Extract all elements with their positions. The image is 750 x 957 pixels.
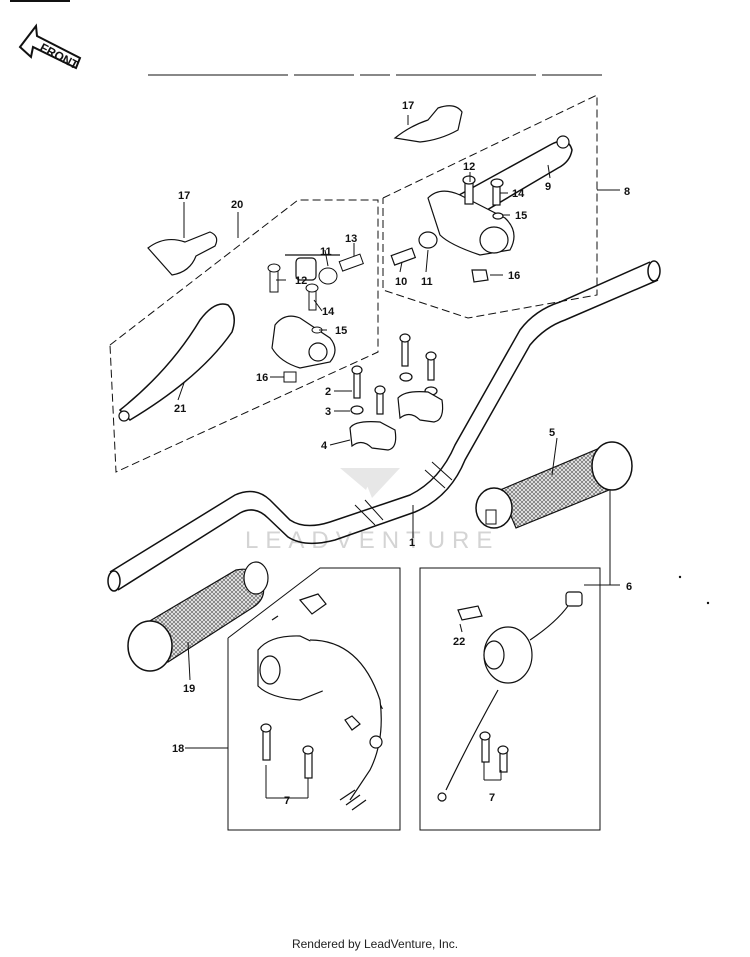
callout-22: 22	[453, 636, 465, 648]
handlebar-clamps	[349, 333, 444, 451]
callout-16-left: 16	[256, 372, 268, 384]
callout-12-left: 12	[295, 275, 307, 287]
callout-17-right: 17	[402, 100, 414, 112]
left-adjuster	[147, 231, 218, 276]
left-small-parts	[267, 253, 364, 383]
callout-8: 8	[624, 186, 630, 198]
left-grip	[127, 561, 269, 672]
callout-7-left: 7	[284, 795, 290, 807]
right-switch-box	[419, 567, 601, 831]
callout-10: 10	[395, 276, 407, 288]
callout-12-right: 12	[463, 161, 475, 173]
callout-16-right: 16	[508, 270, 520, 282]
leader-lines	[177, 115, 620, 799]
right-throttle-grip	[475, 441, 633, 529]
left-clutch-lever	[118, 303, 235, 422]
callout-14-right: 14	[512, 188, 525, 200]
left-lever-box	[109, 199, 379, 473]
callout-13: 13	[345, 233, 357, 245]
left-lever-bracket	[271, 254, 340, 369]
callout-6: 6	[626, 581, 632, 593]
left-switch-box	[227, 567, 401, 831]
front-arrow-icon: FRONT	[18, 23, 82, 72]
callout-5: 5	[549, 427, 555, 439]
callout-7-right: 7	[489, 792, 495, 804]
right-brake-lever	[448, 135, 573, 221]
handlebar	[107, 260, 661, 592]
callout-17-left: 17	[178, 190, 190, 202]
callout-3: 3	[325, 406, 331, 418]
callout-4: 4	[321, 440, 328, 452]
right-lever-bracket	[390, 175, 515, 283]
callout-15-right: 15	[515, 210, 527, 222]
watermark-text: LEADVENTURE	[245, 527, 499, 554]
callout-14-left: 14	[322, 306, 335, 318]
callout-20: 20	[231, 199, 243, 211]
right-switch-housing	[437, 591, 583, 802]
front-label: FRONT	[38, 40, 82, 72]
callout-11-right: 11	[421, 276, 433, 288]
callout-15-left: 15	[335, 325, 347, 337]
callout-21: 21	[174, 403, 186, 415]
leadventure-logo-icon	[340, 468, 400, 498]
footer-credit: Rendered by LeadVenture, Inc.	[291, 937, 459, 951]
left-switch-housing	[257, 593, 384, 811]
right-adjuster	[393, 105, 463, 143]
callout-11-left: 11	[320, 246, 332, 258]
callout-18: 18	[172, 743, 184, 755]
callout-1: 1	[409, 537, 415, 549]
right-lever-box	[382, 94, 598, 319]
callout-labels: 1 2 3 4 5 6 7 7 8 9 10 11 11 12 12 13 14…	[172, 100, 632, 807]
callout-9: 9	[545, 181, 551, 193]
callout-19: 19	[183, 683, 195, 695]
callout-2: 2	[325, 386, 331, 398]
